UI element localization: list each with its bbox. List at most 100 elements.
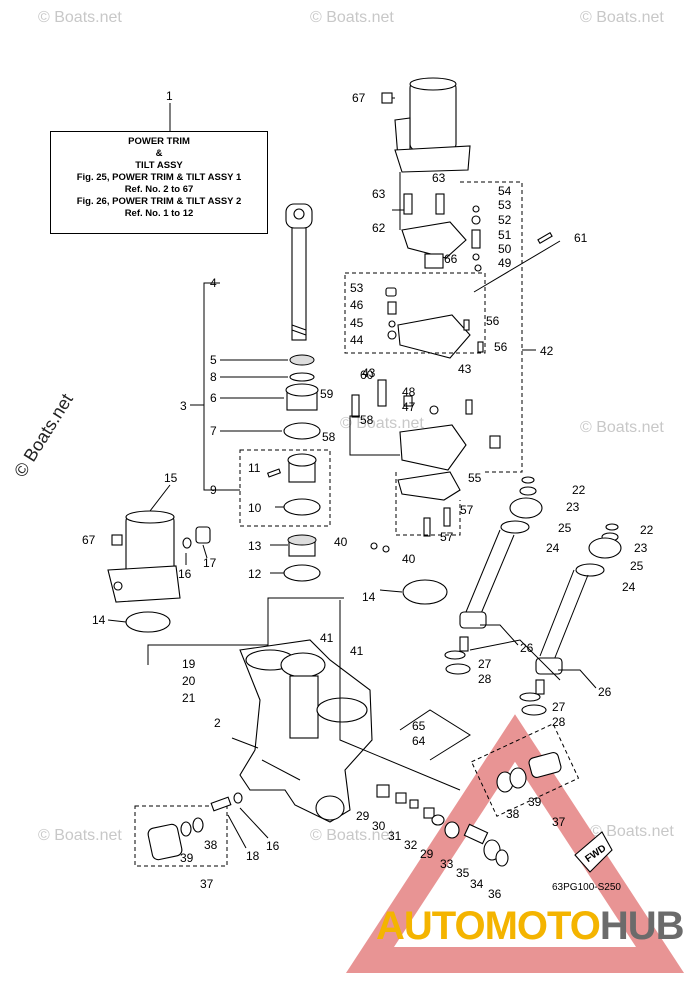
callout: 9: [210, 483, 217, 497]
callout: 15: [164, 471, 178, 485]
callout: 12: [248, 567, 262, 581]
callout: 37: [200, 877, 214, 891]
diagram-code: 63PG100-S250: [552, 882, 621, 893]
watermark: © Boats.net: [38, 9, 122, 26]
callout: 14: [92, 613, 106, 627]
callout: 58: [360, 413, 374, 427]
callout: 43: [458, 362, 472, 376]
o-ring-14: [402, 579, 448, 605]
legend-line: Fig. 25, POWER TRIM & TILT ASSY 1: [76, 172, 242, 183]
callout: 45: [350, 316, 364, 330]
lower-right-valves: [339, 600, 613, 873]
callout: 11: [248, 461, 261, 475]
callout: 28: [552, 715, 566, 729]
watermark: © Boats.net: [580, 419, 664, 436]
legend-line: Ref. No. 2 to 67: [124, 184, 194, 195]
callout: 63: [432, 171, 446, 185]
callout: 33: [440, 857, 454, 871]
callout: 46: [350, 298, 364, 312]
callout: 53: [350, 281, 364, 295]
callout: 36: [488, 887, 502, 901]
callout: 6: [210, 391, 217, 405]
callout: 1: [166, 89, 173, 103]
callout: 51: [498, 228, 512, 242]
callout: 28: [478, 672, 492, 686]
watermark: © Boats.net: [38, 827, 122, 844]
legend-line: TILT ASSY: [135, 160, 183, 171]
callout: 67: [352, 91, 366, 105]
callout: 47: [402, 400, 416, 414]
callout: 39: [528, 795, 542, 809]
callout: 24: [546, 541, 560, 555]
callout: 57: [440, 530, 454, 544]
watermark: © Boats.net: [310, 827, 394, 844]
main-housing: [231, 639, 373, 823]
callout: 29: [420, 847, 434, 861]
callout: 40: [402, 552, 416, 566]
fwd-arrow-icon: [574, 831, 613, 873]
callout: 38: [506, 807, 520, 821]
callout: 37: [552, 815, 566, 829]
trim-ram-right-b: [519, 523, 622, 716]
callout-numbers: 1 2 3 4 5 6 7 8 9 10 11 12 13 14 14 15 1…: [82, 89, 654, 901]
callout: 26: [520, 641, 534, 655]
callout: 62: [372, 221, 386, 235]
callout: 49: [498, 256, 512, 270]
seal-stack: [266, 354, 321, 582]
callout: 55: [468, 471, 482, 485]
callout: 8: [210, 370, 217, 384]
callout: 17: [203, 556, 217, 570]
manual-valve-assy: [134, 792, 269, 867]
brand-part: MOTO: [484, 904, 601, 948]
watermark: © Boats.net: [580, 9, 664, 26]
watermark-group: © Boats.net © Boats.net © Boats.net © Bo…: [38, 9, 674, 844]
callout: 22: [640, 523, 654, 537]
callout: 61: [574, 231, 588, 245]
callout: 23: [566, 500, 580, 514]
legend-line: Fig. 26, POWER TRIM & TILT ASSY 2: [76, 196, 242, 207]
watermark: © Boats.net: [590, 823, 674, 840]
callout: 4: [210, 276, 217, 290]
callout: 54: [498, 184, 512, 198]
trim-motor-top: [381, 77, 471, 173]
callout: 40: [334, 535, 348, 549]
callout: 24: [622, 580, 636, 594]
title-legend-box: POWER TRIM & TILT ASSY Fig. 25, POWER TR…: [50, 131, 268, 234]
callout: 67: [82, 533, 96, 547]
watermark: © Boats.net: [310, 9, 394, 26]
brand-part: AUTO: [376, 904, 486, 948]
callout: 41: [350, 644, 364, 658]
callout: 10: [248, 501, 262, 515]
callout: 63: [372, 187, 386, 201]
piston-assy-box: [239, 449, 331, 527]
callout: 34: [470, 877, 484, 891]
trim-ram-right-a: [444, 476, 543, 675]
callout: 18: [246, 849, 260, 863]
callout: 13: [248, 539, 262, 553]
callout: 25: [558, 521, 572, 535]
callout: 30: [372, 819, 386, 833]
callout: 66: [444, 252, 458, 266]
callout: 43: [362, 366, 376, 380]
callout: 31: [388, 829, 402, 843]
callout: 50: [498, 242, 512, 256]
callout: 48: [402, 385, 416, 399]
callout: 56: [486, 314, 500, 328]
reservoir-tank: [107, 484, 344, 665]
callout: 41: [320, 631, 334, 645]
callout: 27: [478, 657, 492, 671]
leader-lines: [169, 103, 288, 574]
callout: 59: [320, 387, 334, 401]
callout: 14: [362, 590, 376, 604]
legend-line: Ref. No. 1 to 12: [124, 208, 194, 219]
callout: 19: [182, 657, 196, 671]
legend-line: &: [155, 148, 163, 159]
callout: 25: [630, 559, 644, 573]
callout: 52: [498, 213, 512, 227]
callout: 44: [350, 333, 364, 347]
callout: 26: [598, 685, 612, 699]
callout: 35: [456, 866, 470, 880]
callout: 57: [460, 503, 474, 517]
valve-dashed-boxes: [344, 181, 536, 536]
